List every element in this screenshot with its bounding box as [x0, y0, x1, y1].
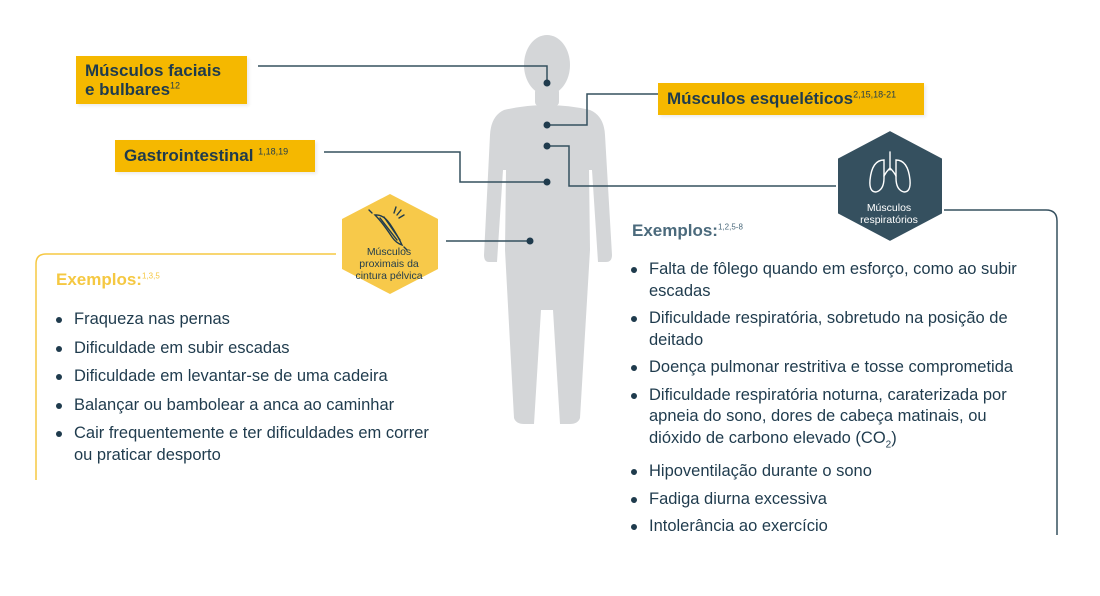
pelvic-line1: Músculos [366, 246, 412, 258]
facial-label-line1: Músculos faciais [85, 61, 222, 80]
list-item: Cair frequentemente e ter dificuldades e… [56, 423, 436, 466]
lungs-icon [869, 151, 911, 193]
list-item: Intolerância ao exercício [631, 516, 1041, 538]
list-item: Dificuldade em subir escadas [56, 338, 436, 360]
list-item: Hipoventilação durante o sono [631, 461, 1041, 483]
pelvic-line2: proximais da [359, 258, 419, 270]
label-skeletal-muscles: Músculos esqueléticos2,15,18-21 [658, 83, 924, 115]
right-examples-list: Falta de fôlego quando em esforço, como … [631, 259, 1041, 544]
hexagon-pelvic [336, 188, 444, 300]
facial-ref: 12 [170, 80, 181, 91]
list-item: Fadiga diurna excessiva [631, 489, 1041, 511]
list-item: Fraqueza nas pernas [56, 309, 436, 331]
right-heading-text: Exemplos: [632, 221, 718, 240]
pelvic-hexagon-label: Músculos proximais da cintura pélvica [334, 246, 444, 282]
resp-line2: respiratórios [860, 214, 918, 226]
list-item: Balançar ou bambolear a anca ao caminhar [56, 395, 436, 417]
left-heading-text: Exemplos: [56, 270, 142, 289]
list-item: Doença pulmonar restritiva e tosse compr… [631, 357, 1041, 379]
label-facial-bulbar-muscles: Músculos faciais e bulbares12 [76, 56, 247, 104]
left-examples-list: Fraqueza nas pernas Dificuldade em subir… [56, 309, 436, 473]
right-examples-heading: Exemplos:1,2,5-8 [632, 221, 743, 241]
connector-dots [526, 79, 551, 245]
hexagon-respiratory [836, 128, 944, 244]
left-examples-heading: Exemplos:1,3,5 [56, 270, 160, 290]
pelvic-line3: cintura pélvica [355, 270, 423, 282]
body-silhouette [484, 35, 612, 424]
skeletal-ref: 2,15,18-21 [853, 89, 897, 100]
connector-lines [35, 65, 1058, 535]
co2-item-text: Dificuldade respiratória noturna, carate… [649, 385, 1007, 447]
gi-label: Gastrointestinal [124, 146, 259, 165]
facial-label-line2: e bulbares [85, 80, 171, 99]
gi-ref: 1,18,19 [258, 146, 289, 157]
skeletal-label: Músculos esqueléticos [667, 89, 854, 108]
list-item: Dificuldade respiratória noturna, carate… [631, 385, 1041, 456]
list-item: Dificuldade em levantar-se de uma cadeir… [56, 366, 436, 388]
list-item: Dificuldade respiratória, sobretudo na p… [631, 308, 1041, 351]
respiratory-hexagon-label: Músculos respiratórios [834, 202, 944, 226]
resp-line1: Músculos [866, 202, 912, 214]
left-heading-ref: 1,3,5 [141, 271, 160, 281]
list-item: Falta de fôlego quando em esforço, como … [631, 259, 1041, 302]
label-gastrointestinal: Gastrointestinal 1,18,19 [115, 140, 315, 172]
co2-subscript: 2 [885, 438, 892, 450]
co2-close: ) [891, 428, 897, 447]
right-heading-ref: 1,2,5-8 [717, 222, 743, 232]
muscle-icon [368, 206, 408, 251]
